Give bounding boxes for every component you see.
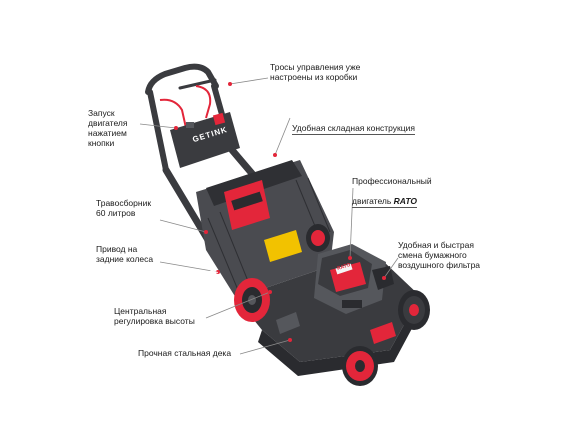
- callout-folding-text: Удобная складная конструкция: [292, 123, 415, 135]
- start-control-box: [170, 112, 240, 168]
- callout-height-adjust: Центральная регулировка высоты: [114, 306, 195, 326]
- wheel-front-left: [342, 346, 378, 386]
- callout-start-button: Запуск двигателя нажатием кнопки: [88, 108, 128, 148]
- callout-folding: Удобная складная конструкция: [292, 113, 415, 135]
- wheel-rear-left: [234, 278, 270, 322]
- callout-steel-deck: Прочная стальная дека: [138, 348, 232, 358]
- wheel-rear-right: [306, 224, 330, 252]
- engine: [314, 244, 394, 314]
- callout-engine: Профессиональный двигатель RATO: [352, 166, 432, 208]
- callout-engine-prefix: двигатель: [352, 196, 394, 206]
- control-cables: [159, 85, 212, 129]
- callout-cables: Тросы управления уже настроены из коробк…: [270, 62, 361, 82]
- callout-air-filter: Удобная и быстрая смена бумажного воздуш…: [398, 240, 481, 270]
- callout-engine-line2: двигатель RATO: [352, 196, 417, 208]
- callout-engine-line1: Профессиональный: [352, 176, 432, 186]
- callout-engine-brand: RATO: [393, 196, 417, 206]
- callout-rear-drive: Привод на задние колеса: [96, 244, 154, 264]
- grass-bag: [196, 160, 334, 298]
- callout-grassbag: Травосборник 60 литров: [96, 198, 152, 218]
- wheel-front-right: [398, 290, 430, 330]
- leader-lines: [139, 77, 399, 355]
